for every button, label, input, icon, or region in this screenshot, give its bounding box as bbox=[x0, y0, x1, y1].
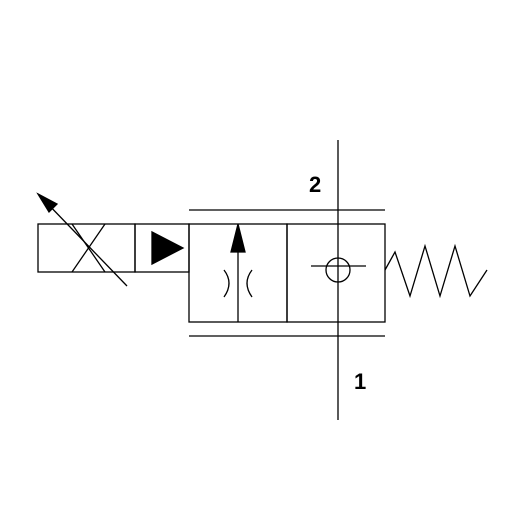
solenoid-diagonal-2 bbox=[71, 223, 106, 273]
solenoid-box bbox=[37, 223, 136, 273]
proportional-solenoid bbox=[36, 192, 136, 287]
port-1-label: 1 bbox=[354, 369, 366, 394]
port-2-label: 2 bbox=[309, 172, 321, 197]
pilot-box bbox=[134, 223, 190, 273]
pilot-triangle-icon bbox=[151, 230, 185, 266]
variable-adjust-arrow-icon bbox=[36, 192, 59, 214]
variable-adjust-line bbox=[43, 199, 128, 287]
envelope-right bbox=[286, 223, 386, 323]
orifice-left-arc bbox=[223, 269, 230, 298]
orifice-right-arc bbox=[246, 269, 253, 298]
flow-arrow-icon bbox=[230, 223, 246, 253]
return-spring-icon bbox=[384, 243, 488, 299]
flow-path-orifice bbox=[223, 223, 253, 322]
valve-envelopes bbox=[188, 209, 386, 337]
